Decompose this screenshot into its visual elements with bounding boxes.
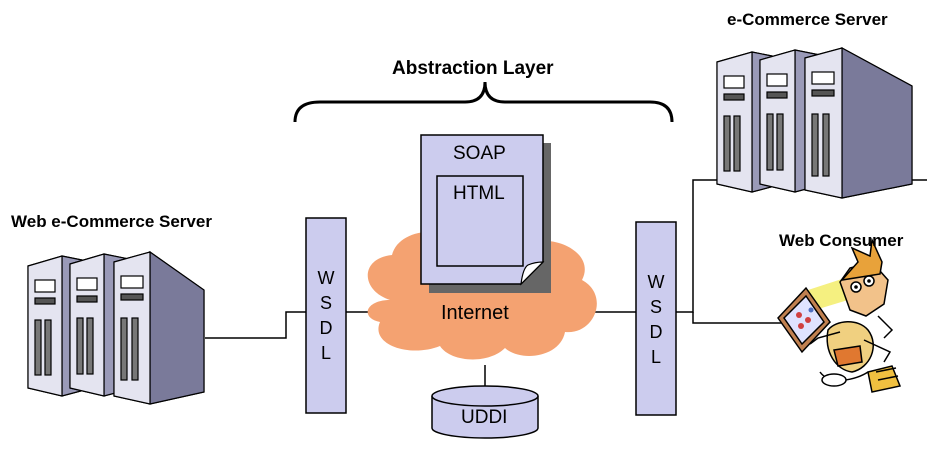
connector-left-server-to-wsdl bbox=[205, 311, 306, 339]
gaze-rays bbox=[808, 278, 848, 310]
wsdl-right-letter-d: D bbox=[649, 322, 663, 342]
server-tower bbox=[113, 250, 205, 405]
web-consumer-figure bbox=[777, 237, 902, 393]
wsdl-left-letter-w: W bbox=[317, 268, 335, 288]
connector-wsdl-to-web-consumer bbox=[692, 312, 790, 324]
web-consumer-label: Web Consumer bbox=[779, 231, 904, 250]
wsdl-left-letter-s: S bbox=[319, 293, 332, 313]
web-ecommerce-server-rack bbox=[27, 250, 205, 405]
wsdl-right-panel bbox=[635, 221, 677, 416]
uddi-label: UDDI bbox=[461, 407, 508, 428]
abstraction-layer-label: Abstraction Layer bbox=[392, 58, 554, 79]
wsdl-right-letter-l: L bbox=[650, 347, 661, 367]
server-tower bbox=[804, 46, 913, 199]
wsdl-left-letter-d: D bbox=[319, 318, 333, 338]
ecommerce-server-label: e-Commerce Server bbox=[727, 10, 888, 29]
abstraction-brace bbox=[293, 81, 674, 123]
wsdl-left-panel bbox=[305, 217, 347, 414]
internet-label: Internet bbox=[441, 302, 509, 324]
wsdl-left-letter-l: L bbox=[320, 343, 331, 363]
soap-label: SOAP bbox=[453, 143, 506, 164]
html-box bbox=[436, 175, 524, 267]
web-ecommerce-server-label: Web e-Commerce Server bbox=[11, 212, 212, 231]
ecommerce-server-rack bbox=[716, 46, 913, 199]
html-label: HTML bbox=[453, 183, 505, 204]
uddi-database bbox=[431, 385, 539, 439]
soap-page-curl bbox=[520, 261, 545, 286]
soap-document bbox=[420, 134, 551, 293]
wsdl-right-letter-s: S bbox=[649, 297, 662, 317]
wsdl-right-letter-w: W bbox=[647, 272, 665, 292]
